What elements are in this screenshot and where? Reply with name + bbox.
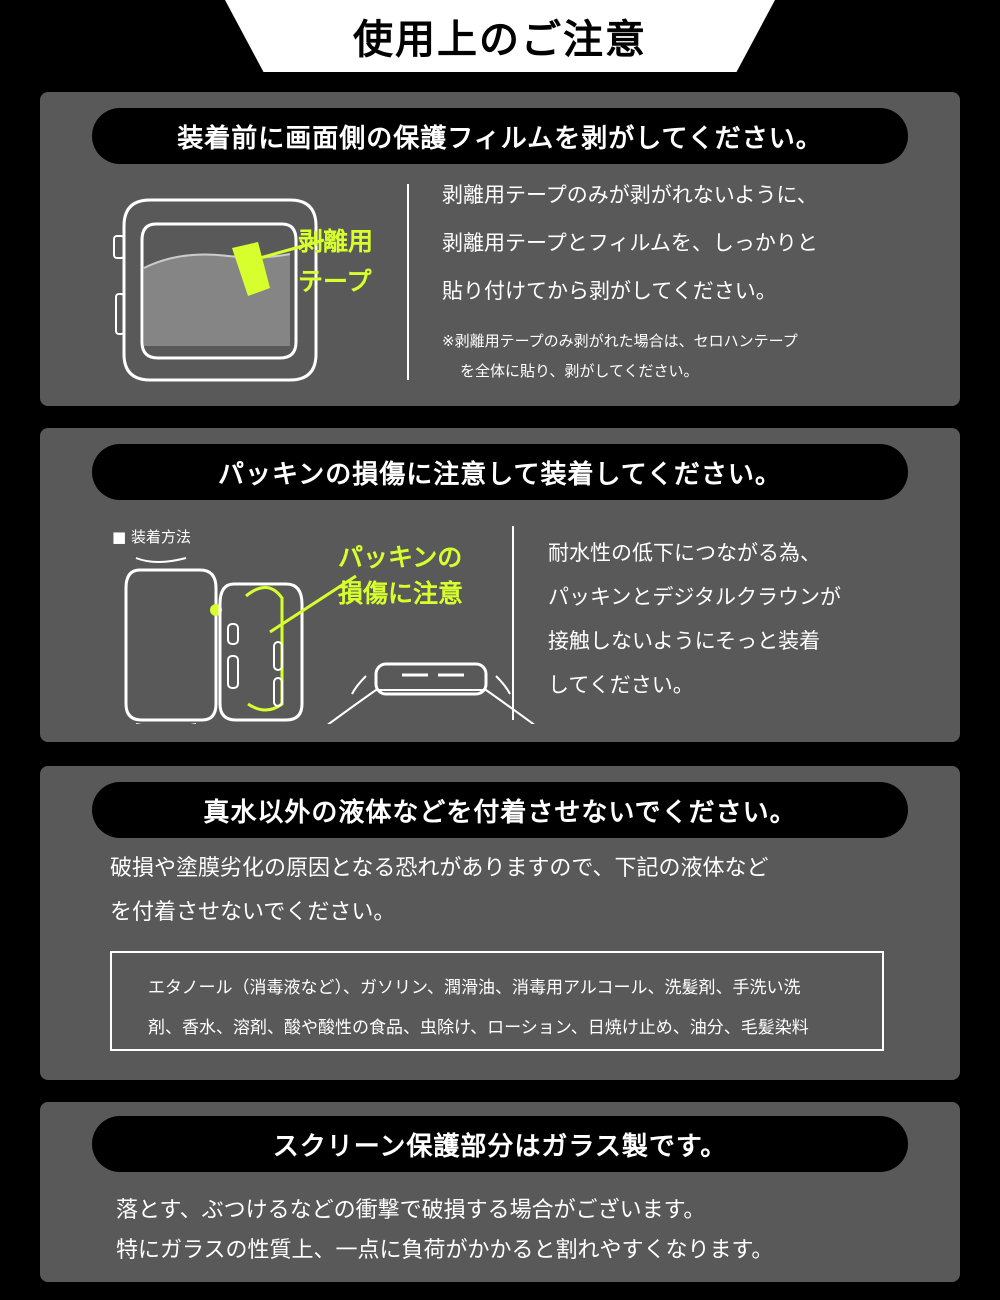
body-line-2: を付着させないでください。	[110, 900, 396, 925]
liquid-list-line-2: 剤、香水、溶剤、酸や酸性の食品、虫除け、ローション、日焼け止め、油分、毛髪染料	[148, 1018, 809, 1038]
body-line-1: 落とす、ぶつけるなどの衝撃で破損する場合がございます。	[116, 1198, 706, 1223]
note-line-1: ※剥離用テープのみ剥がれた場合は、セロハンテープ	[442, 332, 798, 350]
divider	[407, 184, 409, 380]
packing-callout-line-1: パッキンの	[338, 543, 463, 572]
section-heading: スクリーン保護部分はガラス製です。	[92, 1116, 908, 1172]
watch-film-illustration	[113, 198, 325, 382]
divider	[512, 526, 514, 720]
section-heading: パッキンの損傷に注意して装着してください。	[92, 444, 908, 500]
note-line-2: を全体に貼り、剥がしてください。	[460, 362, 699, 380]
section-heading: 装着前に画面側の保護フィルムを剥がしてください。	[92, 108, 908, 164]
page-title: 使用上のご注意	[353, 17, 647, 63]
method-label: ■ 装着方法	[112, 528, 191, 546]
packing-callout-line-2: 損傷に注意	[338, 579, 464, 608]
section-packing-care: パッキンの損傷に注意して装着してください。 ■ 装着方法 パッキンの 損傷に注意…	[40, 428, 960, 742]
body-line-1: 剥離用テープのみが剥がれないように、	[442, 183, 818, 207]
body-line-3: 貼り付けてから剥がしてください。	[442, 279, 777, 303]
section-liquid-warning: 真水以外の液体などを付着させないでください。 破損や塗膜劣化の原因となる恐れがあ…	[40, 766, 960, 1080]
watch-fitting-illustration	[124, 557, 535, 724]
liquid-list-box: エタノール（消毒液など）、ガソリン、潤滑油、消毒用アルコール、洗髪剤、手洗い洗 …	[110, 951, 884, 1051]
page-title-banner: 使用上のご注意	[225, 0, 775, 72]
body-line-3: 接触しないようにそっと装着	[548, 629, 821, 653]
body-line-2: 特にガラスの性質上、一点に負荷がかかると割れやすくなります。	[116, 1238, 774, 1263]
tape-callout-line-1: 剥離用	[298, 227, 374, 256]
body-line-4: してください。	[548, 673, 694, 697]
body-line-2: パッキンとデジタルクラウンが	[548, 585, 841, 609]
liquid-list-line-1: エタノール（消毒液など）、ガソリン、潤滑油、消毒用アルコール、洗髪剤、手洗い洗	[148, 978, 801, 998]
body-line-2: 剥離用テープとフィルムを、しっかりと	[442, 231, 818, 255]
section-heading: 真水以外の液体などを付着させないでください。	[92, 782, 908, 838]
section-glass-notice: スクリーン保護部分はガラス製です。 落とす、ぶつけるなどの衝撃で破損する場合がご…	[40, 1102, 960, 1282]
body-line-1: 耐水性の低下につながる為、	[548, 541, 821, 565]
section-film-removal: 装着前に画面側の保護フィルムを剥がしてください。 剥離用 テープ 剥離用テープの…	[40, 92, 960, 406]
tape-callout-line-2: テープ	[298, 267, 372, 296]
body-line-1: 破損や塗膜劣化の原因となる恐れがありますので、下記の液体など	[110, 856, 769, 881]
